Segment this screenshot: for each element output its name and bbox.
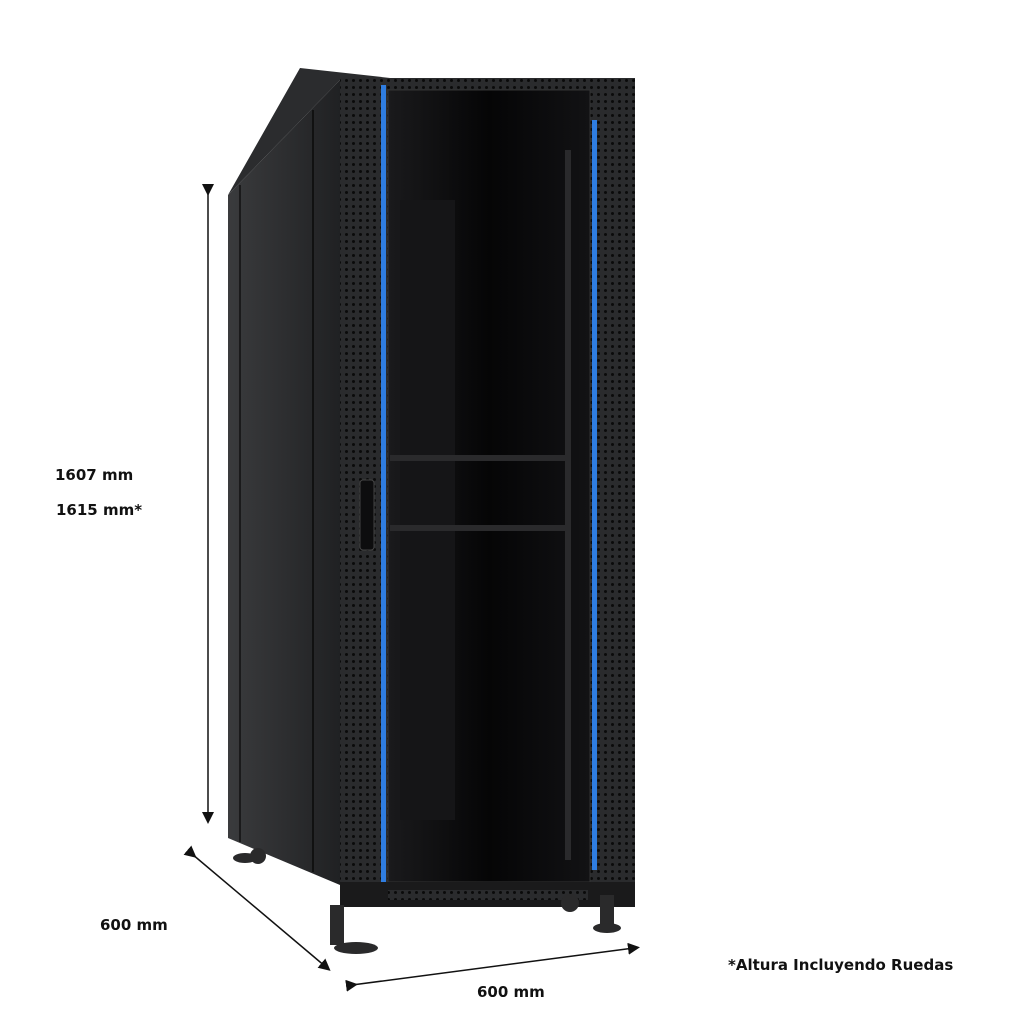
width-arrow	[345, 942, 640, 992]
width-label: 600 mm	[477, 983, 545, 1001]
depth-label: 600 mm	[100, 916, 168, 934]
height-label: 1607 mm	[55, 466, 134, 484]
height-with-wheels-label: 1615 mm*	[56, 501, 143, 519]
door-handle	[359, 479, 375, 551]
accent-strip-left	[381, 85, 386, 885]
depth-arrow	[183, 845, 331, 971]
rack-side-panel	[228, 80, 340, 885]
accent-strip-right	[592, 120, 597, 870]
footnote: *Altura Incluyendo Ruedas	[728, 956, 954, 974]
